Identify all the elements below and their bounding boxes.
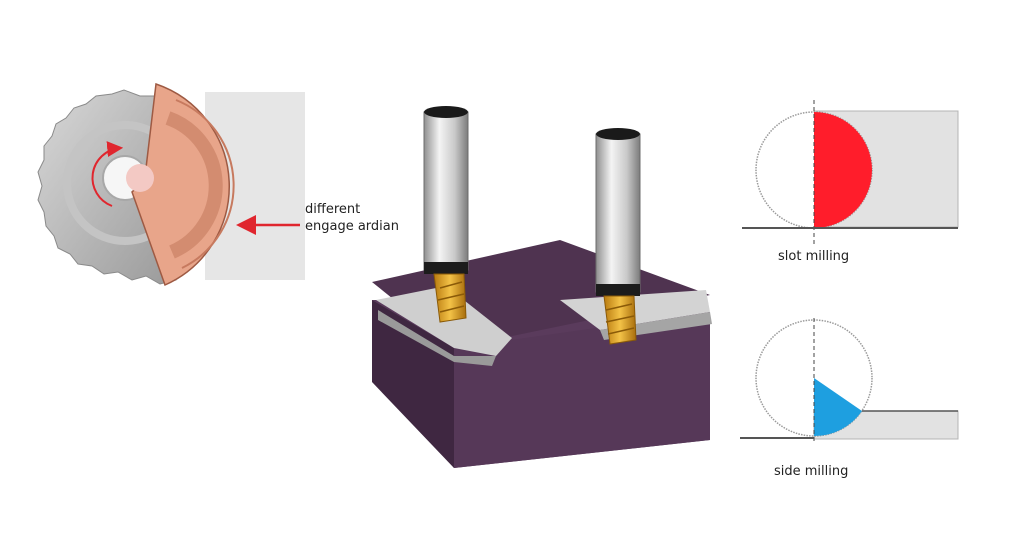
engagement-outer-band: [175, 99, 235, 269]
rotation-arrow: [91, 141, 124, 207]
slot-milling-label: slot milling: [778, 249, 850, 264]
engagement-diagram: [37, 82, 305, 287]
engage-label: different engage ardian: [305, 201, 399, 235]
engage-label-line2: engage ardian: [305, 219, 399, 234]
engage-label-line1: different: [305, 202, 361, 217]
workpiece-front-main: [454, 312, 710, 468]
engagement-hub-shade: [126, 164, 154, 192]
side-engagement-fill: [814, 378, 862, 437]
engagement-inner-band: [165, 111, 223, 259]
side-milling-label: side milling: [774, 464, 849, 479]
slot-milling-diagram: [742, 100, 959, 245]
side-milling-diagram: [740, 318, 959, 444]
end-mill-side: [595, 128, 641, 345]
workpiece-illustration: [372, 106, 712, 468]
slot-engagement-fill: [814, 112, 872, 228]
workpiece-left-face: [372, 300, 454, 468]
end-mill-slot: [423, 106, 469, 323]
slot-groove-shadow: [378, 310, 496, 366]
